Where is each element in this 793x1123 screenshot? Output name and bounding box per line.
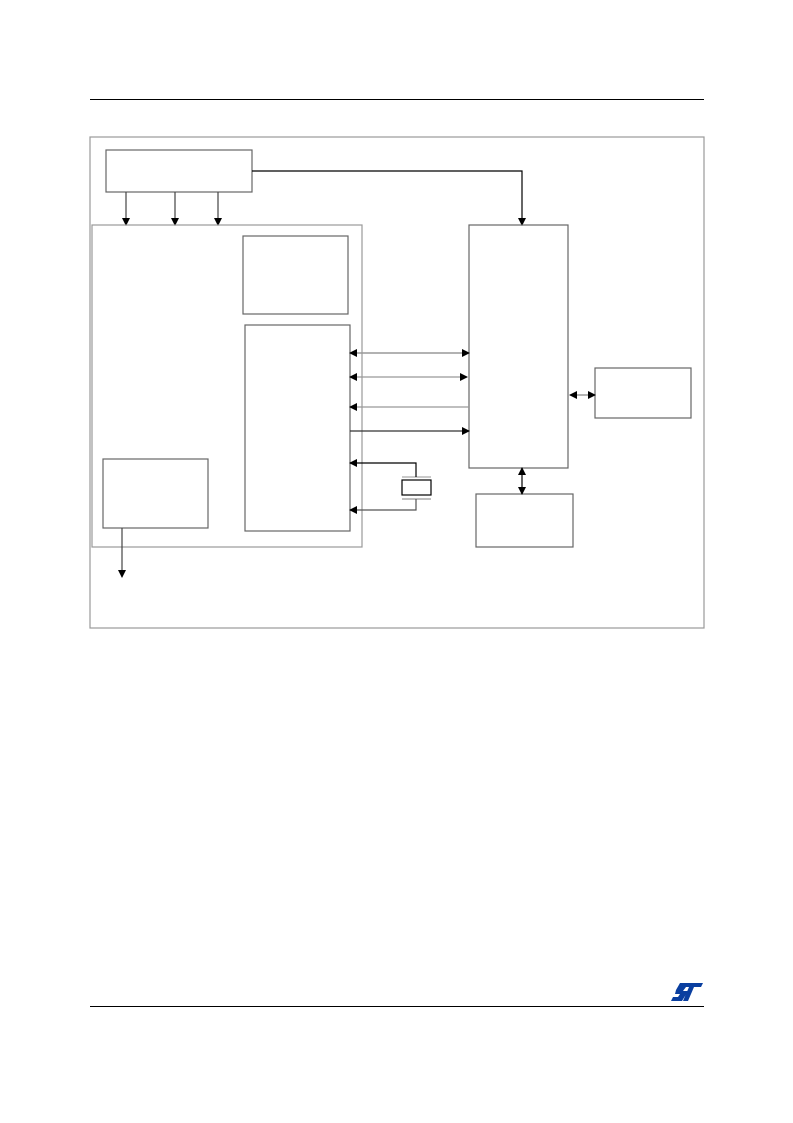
- inner-block-upper: [242, 235, 349, 315]
- diagram-frame: [89, 136, 705, 629]
- left-main-block: [91, 224, 363, 548]
- right-tall-block: [468, 224, 569, 469]
- arrow-top-to-right: [252, 170, 526, 226]
- right-side-block: [594, 367, 692, 419]
- inner-block-lower: [244, 324, 351, 532]
- bottom-right-block: [475, 493, 574, 548]
- bottom-left-block: [102, 458, 209, 529]
- crystal-icon: [349, 459, 432, 514]
- block-diagram: [89, 136, 705, 629]
- st-logo: [671, 983, 703, 1001]
- top-block: [105, 149, 253, 193]
